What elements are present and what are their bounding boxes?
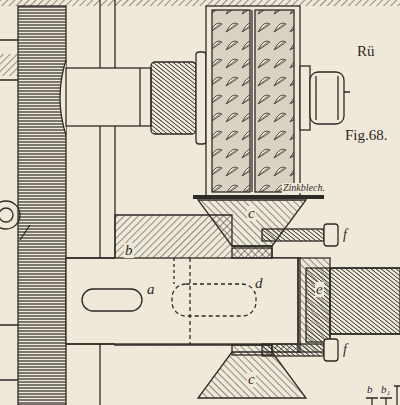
part-letter: f xyxy=(342,228,348,242)
part-letter: d xyxy=(254,276,264,291)
part-letter: b xyxy=(124,243,134,258)
part-letter: b₁ xyxy=(380,384,391,395)
part-letter: c xyxy=(247,372,256,387)
caption-text: Fig.68. xyxy=(344,128,389,143)
part-letter: e xyxy=(315,282,324,297)
caption-text: Rü xyxy=(356,44,376,59)
part-letter: c xyxy=(247,206,256,221)
part-letter: a xyxy=(146,282,156,297)
part-letter: f xyxy=(342,343,348,357)
caption-text: Zinkblech. xyxy=(282,183,326,193)
part-letter: b xyxy=(366,384,374,395)
